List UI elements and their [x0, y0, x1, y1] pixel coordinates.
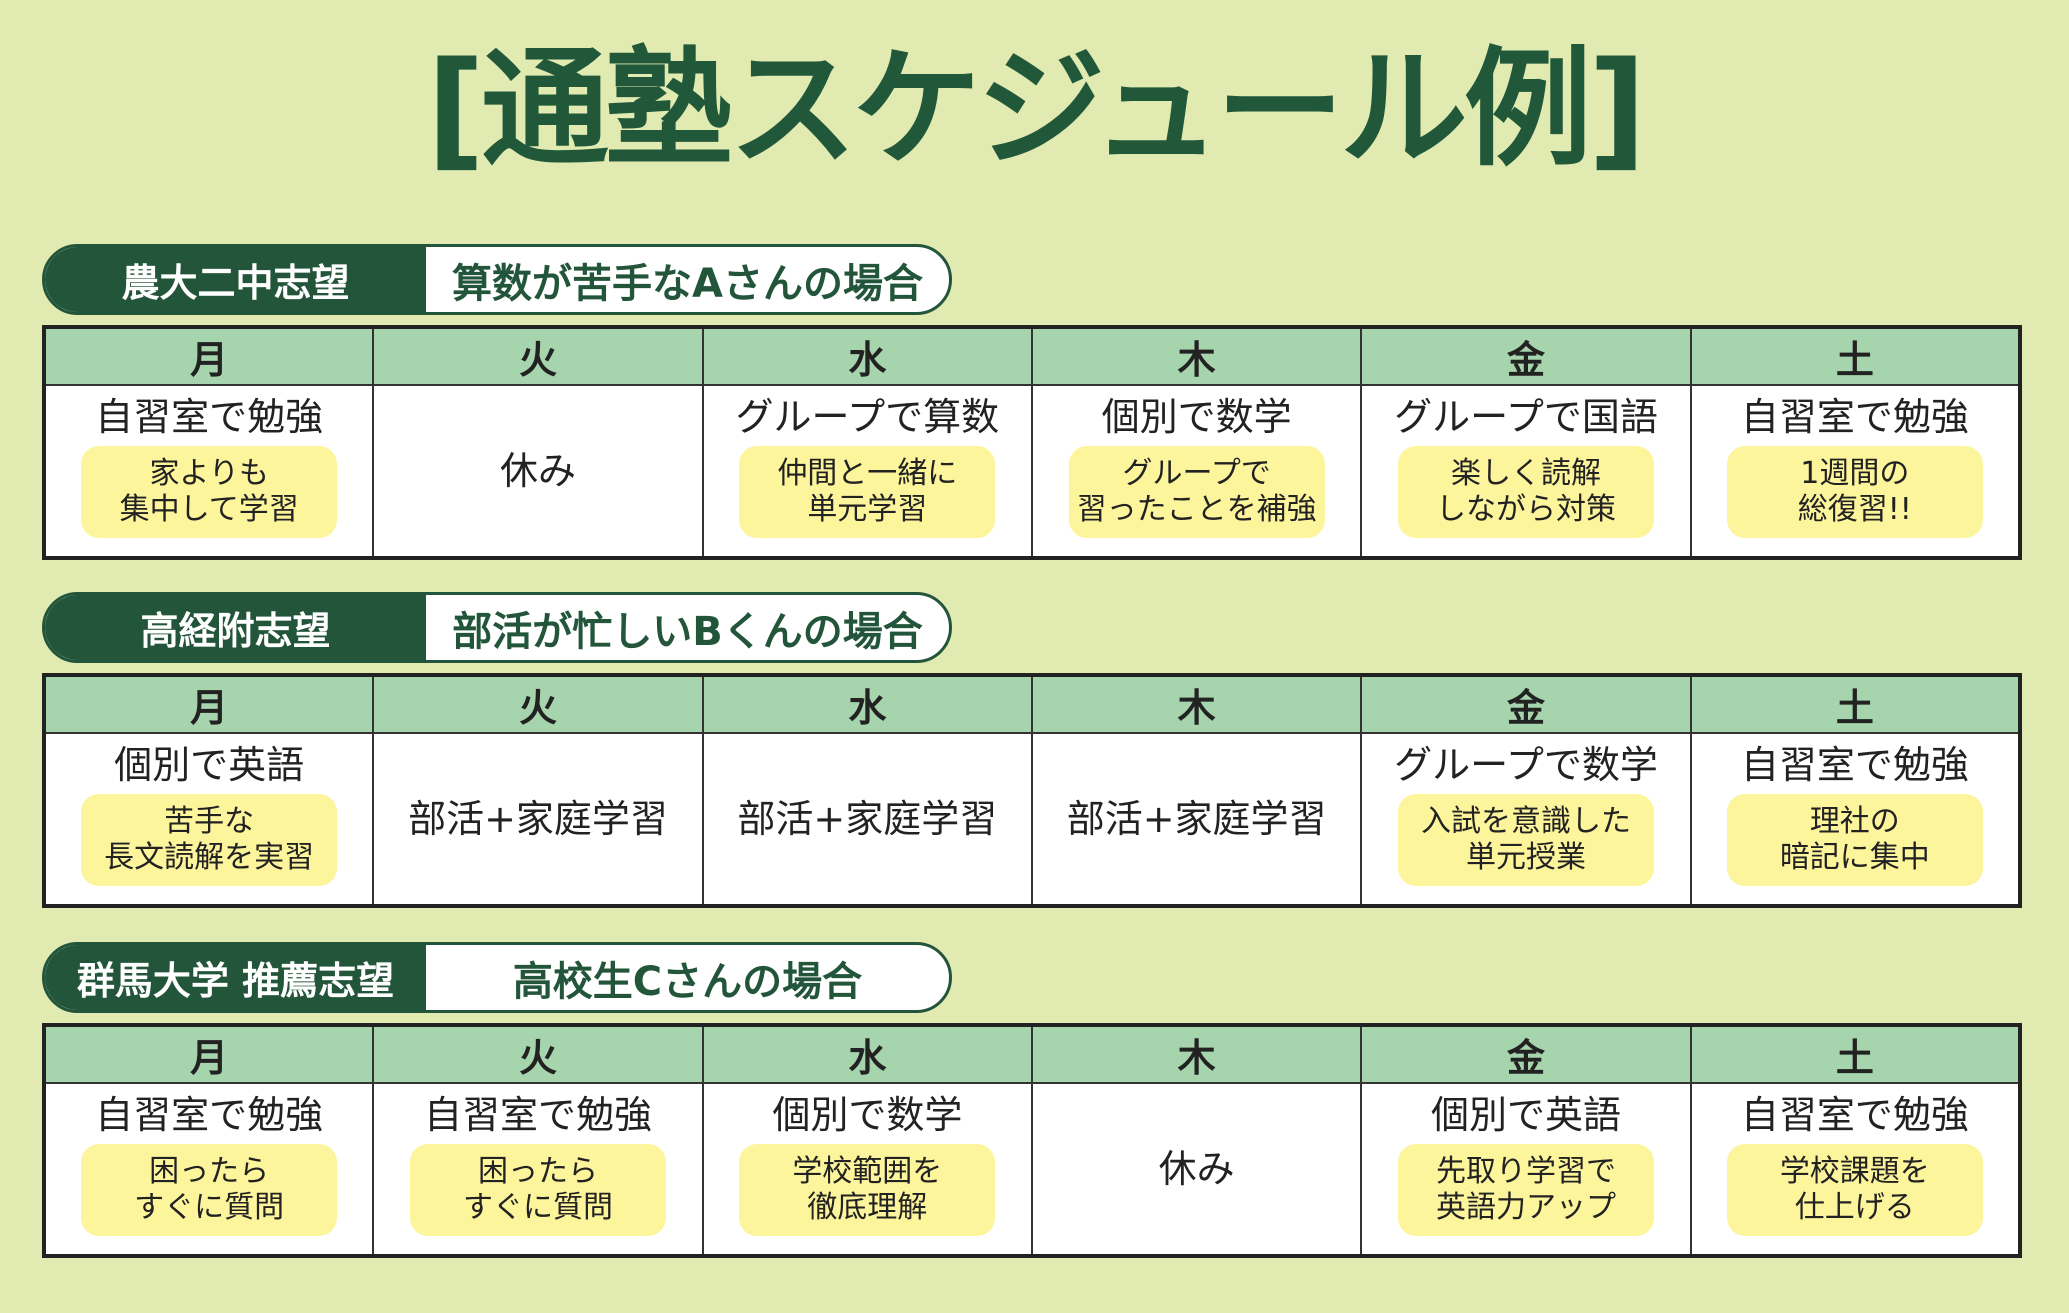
activity-note: 苦手な 長文読解を実習 [81, 794, 338, 886]
schedule-cell: 自習室で勉強困ったら すぐに質問 [42, 1082, 375, 1257]
activity-note: グループで 習ったことを補強 [1068, 446, 1325, 538]
day-header: 金 [1360, 1024, 1692, 1084]
activity-note: 先取り学習で 英語力アップ [1397, 1144, 1654, 1236]
day-header: 木 [1030, 1024, 1363, 1084]
activity-text: グループで数学 [1394, 743, 1658, 787]
activity-note: 理社の 暗記に集中 [1726, 794, 1983, 886]
schedule-cell: 個別で数学学校範囲を 徹底理解 [701, 1082, 1033, 1257]
schedule-cell: 自習室で勉強 1週間の 総復習!! [1689, 384, 2022, 559]
schedule-cell: 部活+家庭学習 [372, 732, 704, 907]
day-header-row: 月火水木金土 [42, 674, 2022, 734]
activity-text: 自習室で勉強 [423, 1093, 652, 1137]
schedule-cell: 個別で数学グループで 習ったことを補強 [1030, 384, 1363, 559]
schedule-cell: 自習室で勉強困ったら すぐに質問 [372, 1082, 704, 1257]
day-header: 土 [1689, 1024, 2022, 1084]
day-header: 金 [1360, 674, 1692, 734]
activity-note: 楽しく読解 しながら対策 [1397, 446, 1654, 538]
day-header: 水 [701, 674, 1033, 734]
schedule-row: 自習室で勉強困ったら すぐに質問 自習室で勉強困ったら すぐに質問 個別で数学学… [42, 1082, 2022, 1257]
day-header: 水 [701, 1024, 1033, 1084]
day-header: 金 [1360, 326, 1692, 386]
schedule-cell: 自習室で勉強家よりも 集中して学習 [42, 384, 375, 559]
schedule-section: 高経附志望 部活が忙しいBくんの場合 月火水木金土 個別で英語苦手な 長文読解を… [42, 592, 2022, 908]
day-header: 土 [1689, 674, 2022, 734]
activity-note: 学校範囲を 徹底理解 [739, 1144, 996, 1236]
schedule-row: 自習室で勉強家よりも 集中して学習 休み グループで算数仲間と一緒に 単元学習 … [42, 384, 2022, 559]
activity-text: 休み [499, 449, 576, 493]
activity-note: 入試を意識した 単元授業 [1397, 794, 1654, 886]
schedule-cell: グループで国語楽しく読解 しながら対策 [1360, 384, 1692, 559]
day-header: 月 [42, 674, 375, 734]
activity-text: 部活+家庭学習 [737, 797, 998, 841]
activity-text: 部活+家庭学習 [408, 797, 668, 841]
activity-text: 個別で数学 [1101, 395, 1292, 439]
day-header: 火 [372, 326, 704, 386]
day-header-row: 月火水木金土 [42, 1024, 2022, 1084]
activity-text: 自習室で勉強 [1740, 1093, 1969, 1137]
activity-text: 自習室で勉強 [95, 395, 324, 439]
case-label: 高校生Cさんの場合 [512, 958, 863, 1005]
day-header: 水 [701, 326, 1033, 386]
activity-text: 部活+家庭学習 [1066, 797, 1327, 841]
activity-note: 仲間と一緒に 単元学習 [739, 446, 996, 538]
goal-label: 群馬大学 推薦志望 [45, 945, 426, 1010]
goal-label: 高経附志望 [45, 595, 426, 660]
activity-note: 1週間の 総復習!! [1726, 446, 1983, 538]
schedule-row: 個別で英語苦手な 長文読解を実習 部活+家庭学習 部活+家庭学習 部活+家庭学習… [42, 732, 2022, 907]
schedule-section: 群馬大学 推薦志望 高校生Cさんの場合 月火水木金土 自習室で勉強困ったら すぐ… [42, 942, 2022, 1258]
day-header: 火 [372, 1024, 704, 1084]
day-header: 火 [372, 674, 704, 734]
schedule-cell: グループで数学入試を意識した 単元授業 [1360, 732, 1692, 907]
schedule-cell: 自習室で勉強理社の 暗記に集中 [1689, 732, 2022, 907]
day-header: 月 [42, 326, 375, 386]
activity-text: 個別で数学 [772, 1093, 963, 1137]
activity-note: 困ったら すぐに質問 [81, 1144, 338, 1236]
activity-text: 自習室で勉強 [95, 1093, 324, 1137]
activity-text: グループで国語 [1394, 395, 1658, 439]
day-header-row: 月火水木金土 [42, 326, 2022, 386]
schedule-cell: 休み [1030, 1082, 1363, 1257]
section-label: 高経附志望 部活が忙しいBくんの場合 [42, 592, 952, 663]
section-label: 群馬大学 推薦志望 高校生Cさんの場合 [42, 942, 952, 1013]
schedule-cell: 休み [372, 384, 704, 559]
day-header: 月 [42, 1024, 375, 1084]
activity-text: グループで算数 [735, 395, 1000, 439]
schedule-cell: 部活+家庭学習 [1030, 732, 1363, 907]
schedule-cell: 個別で英語先取り学習で 英語力アップ [1360, 1082, 1692, 1257]
section-label: 農大二中志望 算数が苦手なAさんの場合 [42, 244, 952, 315]
activity-text: 個別で英語 [114, 743, 305, 787]
schedule-table: 月火水木金土 自習室で勉強家よりも 集中して学習 休み グループで算数仲間と一緒… [42, 325, 2022, 560]
activity-note: 学校課題を 仕上げる [1726, 1144, 1983, 1236]
activity-note: 家よりも 集中して学習 [81, 446, 338, 538]
page-title: [通塾スケジュール例] [426, 35, 1646, 184]
case-label: 部活が忙しいBくんの場合 [452, 608, 923, 655]
schedule-table: 月火水木金土 自習室で勉強困ったら すぐに質問 自習室で勉強困ったら すぐに質問… [42, 1023, 2022, 1258]
schedule-cell: 個別で英語苦手な 長文読解を実習 [42, 732, 375, 907]
schedule-table: 月火水木金土 個別で英語苦手な 長文読解を実習 部活+家庭学習 部活+家庭学習 … [42, 673, 2022, 908]
activity-text: 休み [1158, 1147, 1235, 1191]
activity-text: 自習室で勉強 [1740, 395, 1969, 439]
activity-text: 個別で英語 [1430, 1093, 1621, 1137]
schedule-cell: 自習室で勉強学校課題を 仕上げる [1689, 1082, 2022, 1257]
activity-note: 困ったら すぐに質問 [409, 1144, 666, 1236]
schedule-cell: 部活+家庭学習 [701, 732, 1033, 907]
activity-text: 自習室で勉強 [1740, 743, 1969, 787]
case-label: 算数が苦手なAさんの場合 [452, 260, 923, 307]
schedule-cell: グループで算数仲間と一緒に 単元学習 [701, 384, 1033, 559]
schedule-section: 農大二中志望 算数が苦手なAさんの場合 月火水木金土 自習室で勉強家よりも 集中… [42, 244, 2022, 560]
day-header: 土 [1689, 326, 2022, 386]
goal-label: 農大二中志望 [45, 247, 426, 312]
day-header: 木 [1030, 674, 1363, 734]
day-header: 木 [1030, 326, 1363, 386]
